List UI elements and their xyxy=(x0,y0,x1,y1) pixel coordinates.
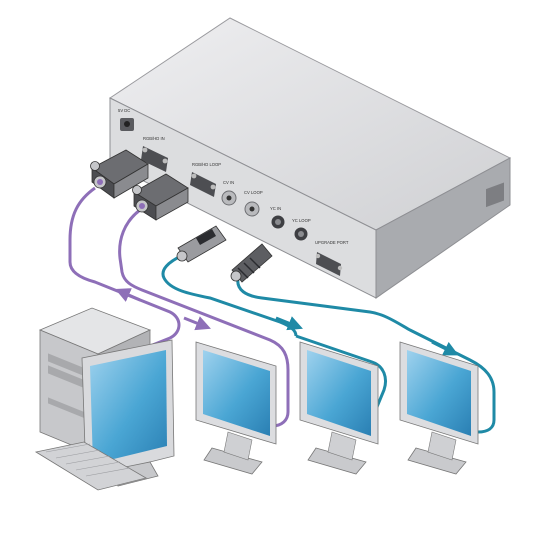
rgb-in-port xyxy=(141,146,168,172)
device-foot-right xyxy=(486,182,504,208)
vga-connector-icon xyxy=(90,149,149,199)
monitor-icon xyxy=(399,341,479,475)
rgb-input-cable xyxy=(68,186,181,348)
yc-output-arrow xyxy=(431,340,459,356)
monitor-icon xyxy=(299,341,379,475)
upgrade-port xyxy=(315,252,343,276)
keyboard-icon xyxy=(34,441,148,491)
yc-loop-port xyxy=(294,227,308,241)
rgb-loop-port xyxy=(190,172,216,197)
rgb-in-label: RGB/HD IN xyxy=(143,136,165,141)
rgb-loop-cable xyxy=(118,208,290,428)
yc-in-port xyxy=(271,215,285,229)
bnc-connector-icon xyxy=(176,225,227,263)
upgrade-label: UPGRADE PORT xyxy=(315,240,349,245)
rgb-loop-arrow xyxy=(183,316,211,331)
rear-panel-connectors: 5V DC RGB/HD IN RGB/HD LOOP CV IN CV LOO… xyxy=(118,108,349,276)
rgb-input-arrow xyxy=(115,288,141,302)
cv-loop-label: CV LOOP xyxy=(244,190,263,195)
monitor-icon xyxy=(195,341,277,475)
cv-in-port xyxy=(221,190,237,206)
power-label: 5V DC xyxy=(118,108,130,113)
cv-loop-port xyxy=(244,201,260,217)
scaler-device xyxy=(109,17,512,299)
rgb-loop-label: RGB/HD LOOP xyxy=(192,162,221,167)
monitor-icon xyxy=(81,339,175,487)
cv-in-label: CV IN xyxy=(223,180,234,185)
s-video-connector-icon xyxy=(230,243,273,283)
cv-output-arrow xyxy=(275,316,303,331)
vga-connector-icon xyxy=(132,173,189,221)
device-rear-panel xyxy=(109,97,377,299)
yc-in-label: YC IN xyxy=(270,206,281,211)
yc-loop-label: YC LOOP xyxy=(292,218,311,223)
